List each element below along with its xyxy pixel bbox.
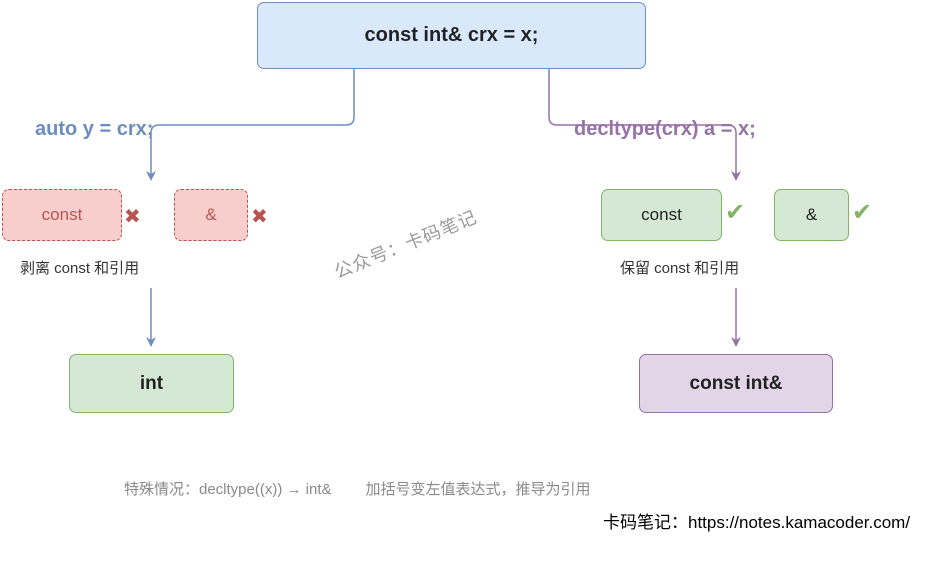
site-link[interactable]: 卡码笔记：https://notes.kamacoder.com/ (603, 513, 911, 532)
kept-const-box: const (601, 189, 722, 241)
stripped-ref-box: & (174, 189, 248, 241)
check-icon: ✔ (725, 199, 746, 226)
int-result-box: int (69, 354, 234, 413)
keep-note: 保留 const 和引用 (620, 260, 740, 277)
kept-ref-box: & (774, 189, 849, 241)
strip-note: 剥离 const 和引用 (20, 260, 140, 277)
stripped-const-box: const (2, 189, 122, 241)
expression-box: const int& crx = x; (257, 2, 646, 69)
const-int-ref-result-box: const int& (639, 354, 833, 413)
cross-icon: ✖ (124, 206, 141, 228)
kept-ref-text: & (805, 205, 818, 224)
special-case-text: 特殊情况：decltype((x)) → int& (124, 481, 332, 498)
const-int-ref-result-text: const int& (689, 372, 783, 394)
stripped-const-text: const (41, 205, 83, 224)
expression-text: const int& crx = x; (364, 24, 539, 46)
cross-icon: ✖ (251, 206, 268, 228)
special-case-explanation: 加括号变左值表达式，推导为引用 (365, 481, 591, 498)
special-case-note: 特殊情况：decltype((x)) → int&加括号变左值表达式，推导为引用 (124, 478, 591, 499)
int-result-text: int (139, 372, 164, 394)
auto-branch-label: auto y = crx; (35, 118, 154, 140)
kept-const-text: const (641, 205, 682, 224)
left-connector (146, 69, 355, 181)
stripped-ref-text: & (205, 205, 217, 224)
check-icon: ✔ (852, 199, 873, 226)
right-connector (548, 69, 741, 181)
decltype-branch-label: decltype(crx) a = x; (574, 118, 756, 140)
